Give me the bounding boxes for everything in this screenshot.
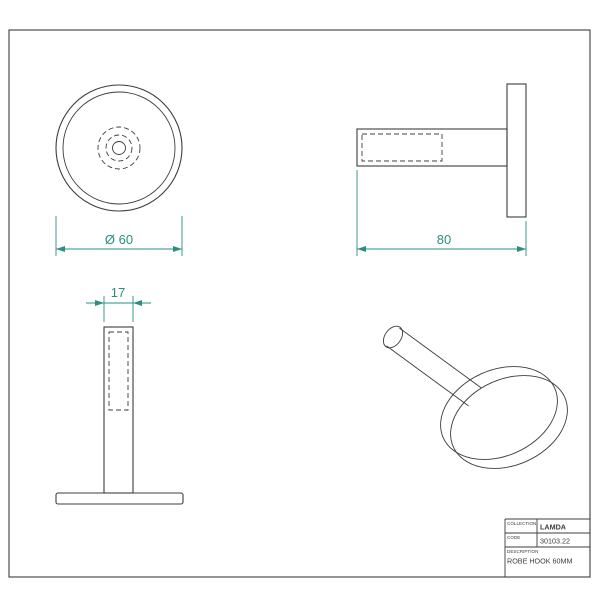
description-value: ROBE HOOK 60MM <box>507 557 573 566</box>
side-hidden-bore <box>361 133 443 162</box>
arrowhead-icon <box>95 300 104 306</box>
sheet-border <box>8 29 591 578</box>
iso-stem-cap <box>382 325 404 349</box>
elevation-view <box>55 326 184 505</box>
front-diameter-dimension: Ø 60 <box>55 216 183 256</box>
side-length-dimension: 80 <box>356 170 527 256</box>
collection-value: LAMDA <box>540 523 566 532</box>
front-diameter-label: Ø 60 <box>105 232 133 247</box>
elevation-hidden-bore <box>108 331 129 411</box>
iso-stem-edge <box>399 327 482 389</box>
elevation-base-plate <box>55 492 184 505</box>
side-view <box>356 83 527 218</box>
front-rim-circle <box>62 91 176 205</box>
code-label: CODE <box>507 535 520 540</box>
arrowhead-icon <box>56 246 65 252</box>
arrowhead-icon <box>133 300 142 306</box>
side-stem <box>356 128 508 167</box>
arrowhead-icon <box>517 246 526 252</box>
code-value: 30103.22 <box>540 537 570 546</box>
title-block: COLLECTION LAMDA CODE 30103.22 DESCRIPTI… <box>504 518 590 577</box>
front-outer-circle <box>55 84 183 212</box>
iso-flange-bottom <box>450 375 568 469</box>
front-hidden-circle-outer <box>97 126 141 170</box>
iso-stem-edge <box>386 345 469 407</box>
side-wall-plate <box>506 83 527 218</box>
isometric-view <box>382 325 568 469</box>
iso-flange-top <box>440 366 558 460</box>
collection-label: COLLECTION <box>507 521 536 526</box>
arrowhead-icon <box>357 246 366 252</box>
description-label: DESCRIPTION <box>507 549 538 554</box>
front-center-circle <box>112 141 126 155</box>
stem-width-dimension: 17 <box>86 285 151 322</box>
stem-width-label: 17 <box>111 285 125 300</box>
front-hidden-circle-inner <box>105 134 133 162</box>
front-view <box>55 84 183 212</box>
arrowhead-icon <box>173 246 182 252</box>
side-length-label: 80 <box>437 232 451 247</box>
